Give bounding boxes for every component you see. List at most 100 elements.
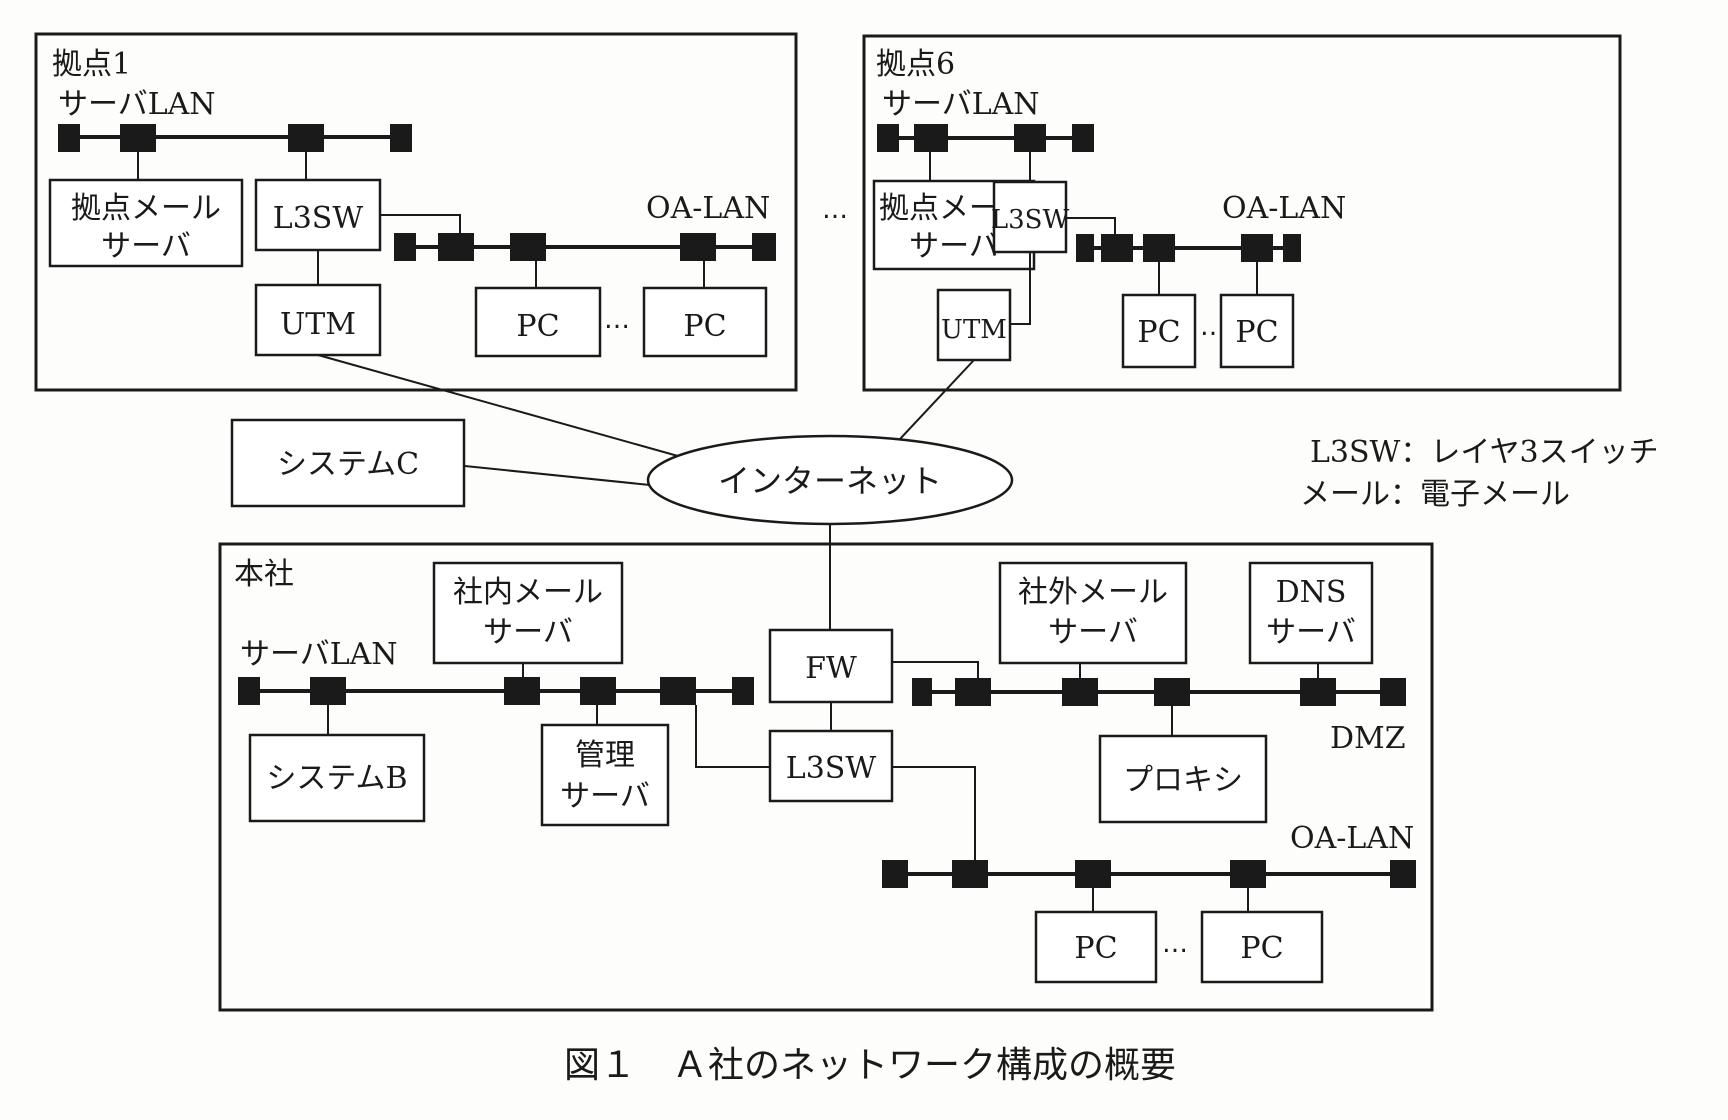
site-6-l3sw-label: L3SW (991, 205, 1070, 235)
bus-terminator (1380, 678, 1406, 706)
bus-terminator (238, 677, 260, 705)
site-1-utm-label: UTM (280, 307, 356, 342)
bus-port (914, 124, 948, 152)
hq-internal-mail-label-1: 社内メール (453, 575, 603, 610)
hq-fw (768, 628, 894, 704)
hq-mgmt-server (540, 723, 670, 827)
bus-port (1062, 678, 1098, 706)
site-1-l3sw-label: L3SW (273, 201, 364, 236)
legend-mail: メール：電子メール (1300, 477, 1570, 512)
hq-mgmt-label-2: サーバ (560, 779, 650, 814)
site-1-server-lan-label: サーバLAN (58, 87, 216, 122)
site-1-mail-server-label-2: サーバ (101, 229, 191, 264)
hq-internal-mail-server (432, 561, 624, 665)
bus-port (952, 860, 988, 888)
hq-mgmt-label-1: 管理 (575, 738, 635, 773)
site-6-utm-label: UTM (941, 315, 1007, 345)
hq-dns-server (1248, 561, 1374, 665)
headquarters: 本社 サーバLAN 社内メール サーバ システムB 管理 サーバ FW L3SW (218, 542, 1434, 1012)
system-c-label: システムC (277, 447, 419, 482)
bus-terminator (1072, 124, 1094, 152)
site-6-pc-label: PC (1137, 315, 1180, 350)
site-1-oa-lan-label: OA-LAN (646, 191, 770, 226)
bus-port (1143, 234, 1175, 262)
hq-internal-mail-label-2: サーバ (483, 615, 573, 650)
hq-external-mail-label-2: サーバ (1048, 615, 1138, 650)
bus-terminator (877, 124, 899, 152)
figure-caption: 図１ Ａ社のネットワーク構成の概要 (564, 1045, 1176, 1086)
bus-port (310, 677, 346, 705)
site-1-mail-server (48, 178, 244, 268)
bus-port (288, 124, 324, 152)
bus-port (680, 233, 716, 261)
sites-ellipsis: … (822, 195, 848, 225)
bus-port (1230, 860, 1266, 888)
bus-terminator (1283, 234, 1301, 262)
hq-pc (1200, 910, 1324, 984)
hq-title: 本社 (234, 557, 294, 592)
hq-l3sw (768, 729, 894, 803)
bus-terminator (752, 233, 776, 261)
link (892, 661, 979, 680)
bus-terminator (394, 233, 416, 261)
site-1-utm (254, 283, 382, 357)
bus-port (1101, 234, 1133, 262)
site-6-frame (862, 34, 1622, 392)
hq-dns-label-2: サーバ (1266, 615, 1356, 650)
hq-pc-label: PC (1240, 931, 1283, 966)
hq-external-mail-label-1: 社外メール (1018, 575, 1168, 610)
hq-server-lan-label: サーバLAN (240, 637, 398, 672)
bus-port (438, 233, 474, 261)
bus-port (1014, 124, 1046, 152)
link-systemc-internet (454, 464, 651, 486)
bus-port (1154, 678, 1190, 706)
site-1-frame (34, 32, 798, 392)
site-6-pc-label: PC (1235, 315, 1278, 350)
site-6-pc (1121, 293, 1197, 369)
hq-l3sw-label: L3SW (786, 751, 877, 786)
bus-terminator (390, 124, 412, 152)
hq-pc (1034, 910, 1158, 984)
bus-port (120, 124, 156, 152)
link (892, 766, 976, 860)
internet-label: インターネット (718, 462, 942, 500)
bus-port (510, 233, 546, 261)
bus-port (1300, 678, 1336, 706)
hq-proxy-label: プロキシ (1123, 763, 1243, 798)
site-1-pc (474, 286, 602, 358)
ellipsis: … (604, 305, 630, 335)
hq-dmz-label: DMZ (1330, 721, 1406, 756)
link (1010, 252, 1031, 325)
ellipsis: … (1162, 929, 1188, 959)
site-6-oa-lan-label: OA-LAN (1222, 191, 1346, 226)
bus-port (955, 678, 991, 706)
link-site1-internet (317, 354, 686, 459)
site-1-mail-server-label-1: 拠点メール (71, 191, 221, 226)
hq-dns-label-1: DNS (1276, 575, 1347, 610)
site-6-pc (1219, 293, 1295, 369)
hq-system-b-label: システムB (266, 761, 407, 796)
site-1-pc-label: PC (683, 309, 726, 344)
hq-external-mail-server (998, 561, 1188, 665)
hq-fw-label: FW (805, 651, 857, 686)
hq-oa-lan-label: OA-LAN (1290, 821, 1414, 856)
site-1-title: 拠点1 (52, 47, 131, 82)
hq-proxy (1098, 734, 1268, 824)
site-1-pc (642, 286, 768, 358)
hq-system-b (248, 733, 426, 823)
bus-terminator (1390, 860, 1416, 888)
site-6-title: 拠点6 (876, 47, 955, 82)
bus-port (660, 677, 696, 705)
site-6-mail-server-label-2: サーバ (909, 229, 999, 264)
bus-terminator (1076, 234, 1094, 262)
site-6-server-lan-label: サーバLAN (882, 87, 1040, 122)
site-1-pc-label: PC (516, 309, 559, 344)
system-c (230, 418, 466, 508)
legend-l3sw: L3SW：レイヤ3スイッチ (1310, 435, 1659, 470)
bus-port (504, 677, 540, 705)
site-6: 拠点6 サーバLAN 拠点メール サーバ L3SW UTM OA-LAN PC … (862, 34, 1622, 392)
hq-pc-label: PC (1074, 931, 1117, 966)
bus-terminator (58, 124, 80, 152)
bus-port (580, 677, 616, 705)
